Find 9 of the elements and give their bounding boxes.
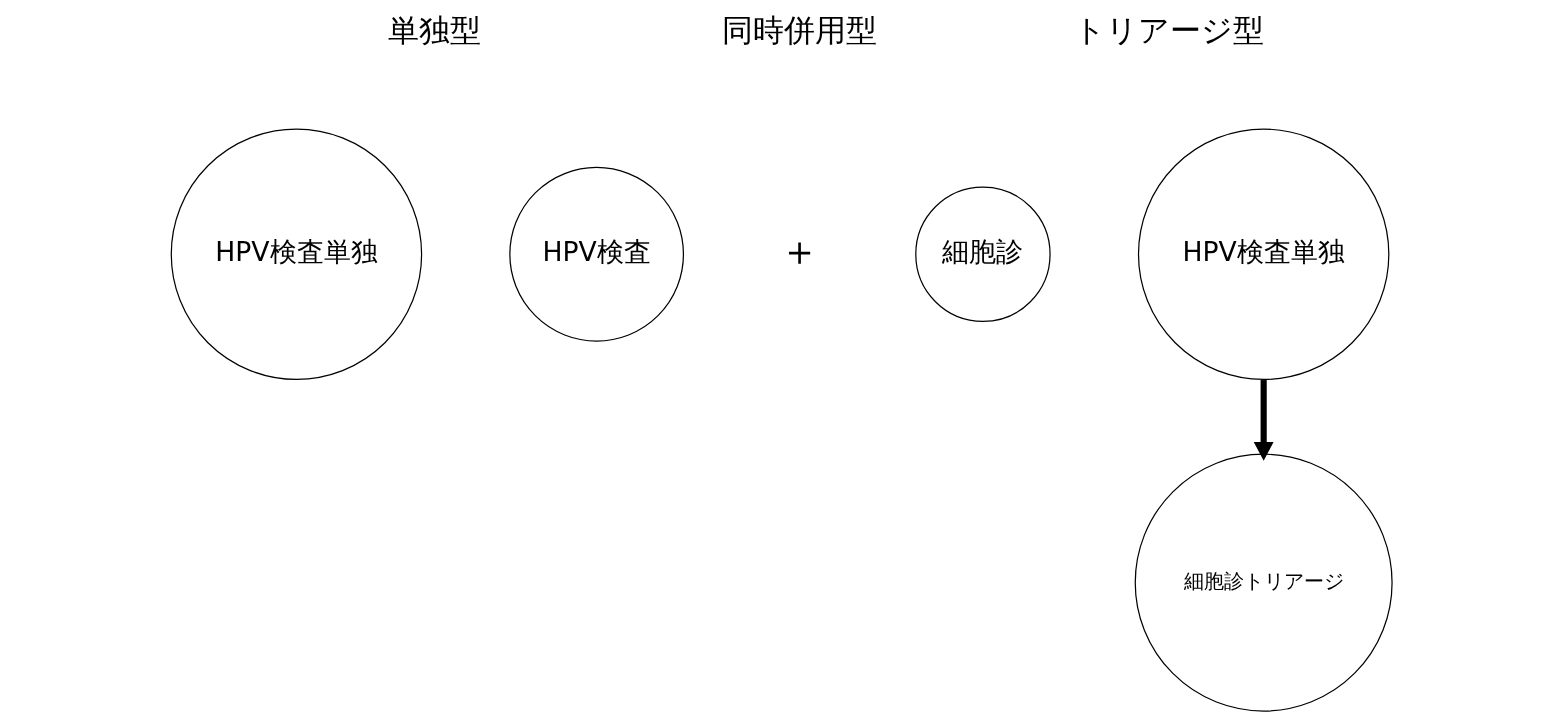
node-circle: 細胞診トリアージ bbox=[1134, 453, 1393, 712]
node-circle: HPV検査単独 bbox=[1137, 128, 1389, 381]
label: トリアージ型 bbox=[1073, 13, 1264, 48]
label: ＋ bbox=[778, 226, 820, 275]
node-circle: 細胞診 bbox=[914, 186, 1051, 322]
label: 同時併用型 bbox=[721, 13, 877, 48]
node-circle: HPV検査単独 bbox=[170, 128, 422, 381]
label: 単独型 bbox=[387, 13, 481, 48]
node-circle: HPV検査 bbox=[508, 166, 684, 342]
